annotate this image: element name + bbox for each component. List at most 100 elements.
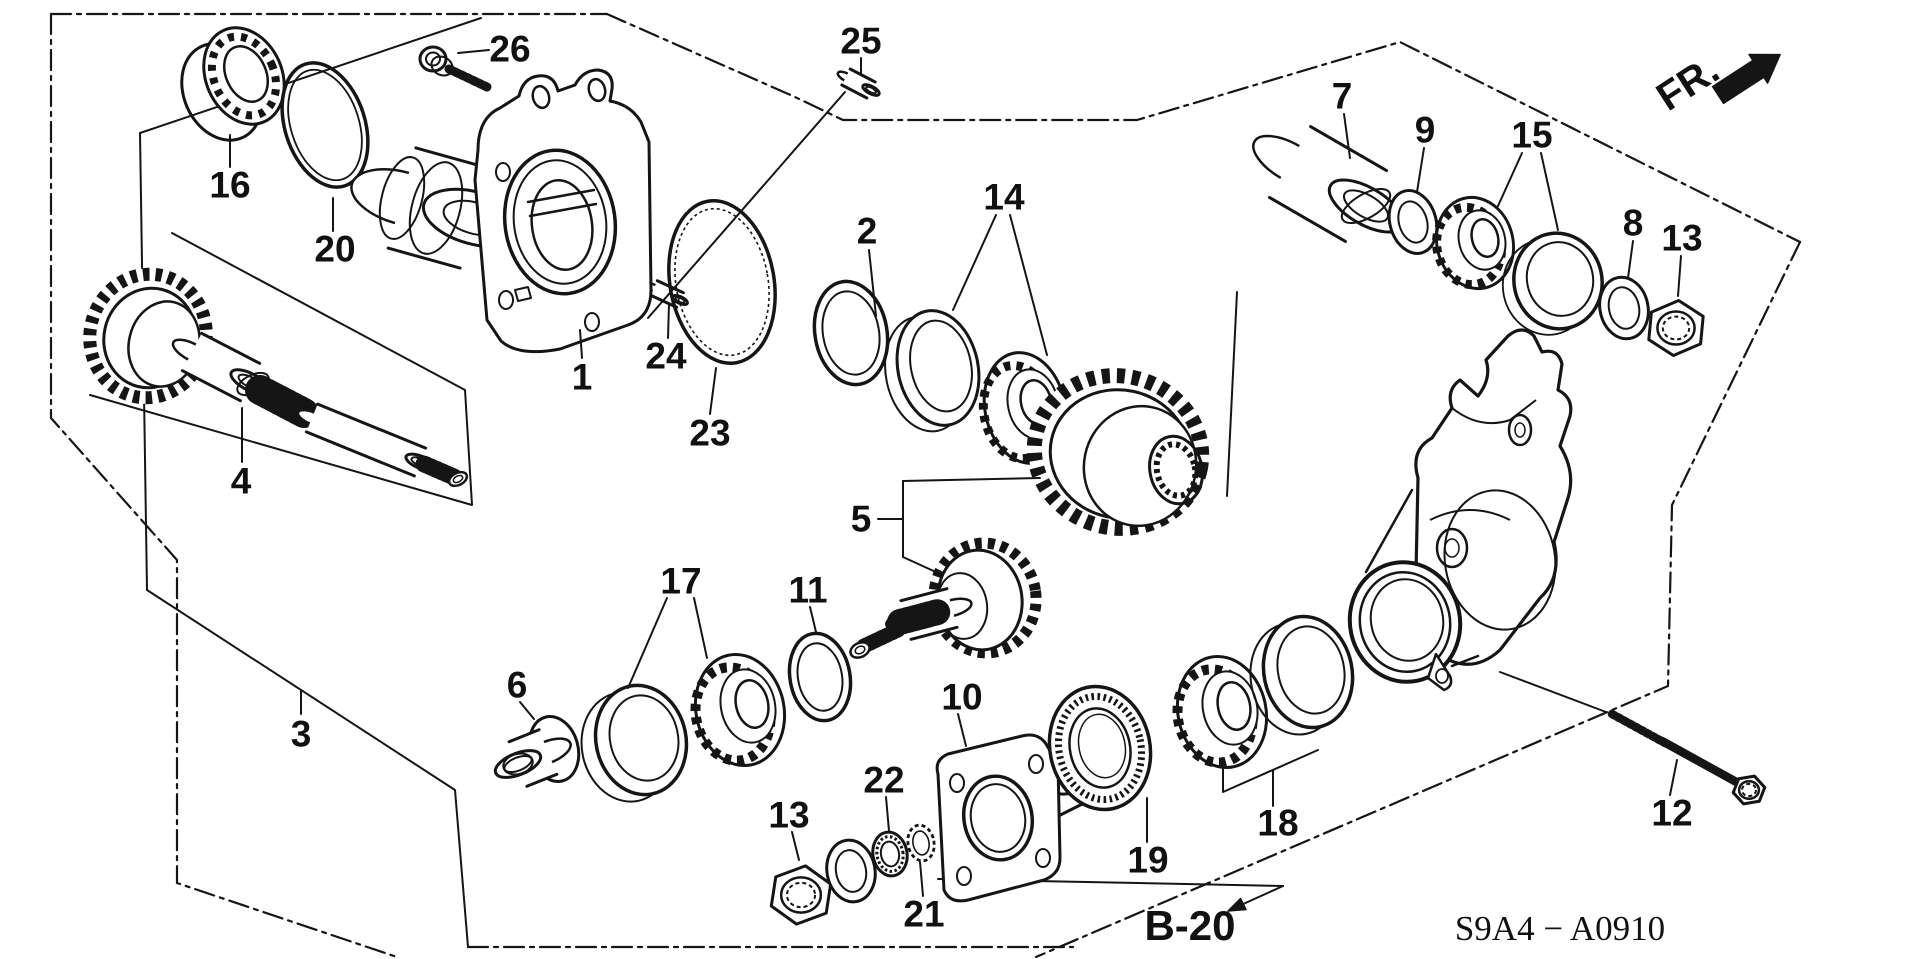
callout-leader-10 <box>957 713 967 747</box>
callout-26: 26 <box>489 29 530 70</box>
callout-labels: 1234567891011121313141516171819202122232… <box>209 21 1702 935</box>
part-transfer-housing <box>1412 328 1573 666</box>
b20-reference-label: B-20 <box>1144 902 1235 949</box>
part-detail <box>425 51 441 67</box>
callout-5: 5 <box>851 499 872 540</box>
callout-leader-15 <box>1497 152 1523 207</box>
part-detail <box>1435 668 1449 684</box>
part-20-o-ring <box>280 61 370 189</box>
callout-leader-22 <box>885 796 890 832</box>
callout-24: 24 <box>645 336 687 377</box>
group-line <box>1240 885 1284 906</box>
part-detail <box>1358 570 1452 674</box>
part-detail <box>452 474 464 484</box>
part-detail <box>674 207 770 357</box>
callout-leader-13 <box>1677 255 1682 297</box>
callout-6: 6 <box>507 665 528 706</box>
reference-arrows <box>1227 53 1781 912</box>
part-detail <box>1450 654 1480 668</box>
part-detail <box>200 331 262 365</box>
part-detail <box>1443 489 1557 631</box>
part-detail <box>961 774 1035 862</box>
part-detail <box>1514 422 1526 438</box>
diagram-code-label: S9A4 − A0910 <box>1455 909 1665 948</box>
parts-artwork <box>83 26 1767 926</box>
group-line <box>89 232 473 506</box>
callout-7: 7 <box>1332 76 1353 117</box>
part-7-collar <box>1267 195 1347 243</box>
part-detail <box>1507 413 1533 447</box>
part-detail <box>928 537 1042 659</box>
part-detail <box>912 830 930 856</box>
part-detail <box>444 64 492 92</box>
part-detail <box>1054 692 1146 804</box>
callout-leader-25 <box>647 91 846 319</box>
part-detail <box>526 188 596 204</box>
part-detail <box>1148 434 1204 506</box>
part-detail <box>796 642 844 712</box>
callout-leader-17 <box>693 597 708 659</box>
callout-18: 18 <box>1257 803 1298 844</box>
callout-9: 9 <box>1415 110 1436 151</box>
fr-arrow <box>1711 53 1781 105</box>
part-detail <box>1737 779 1761 801</box>
part-detail <box>1340 187 1392 225</box>
part-detail <box>223 45 269 103</box>
part-detail <box>949 773 965 793</box>
part-detail <box>909 319 973 413</box>
part-13-flange-nut-bottom <box>785 881 817 909</box>
callout-leader-13 <box>791 831 800 861</box>
part-detail <box>207 32 281 120</box>
part-detail <box>306 404 426 476</box>
callout-leader-24 <box>667 303 670 339</box>
callout-23: 23 <box>689 413 730 454</box>
part-25-pin <box>840 83 869 100</box>
part-detail <box>1429 509 1511 521</box>
callout-11: 11 <box>788 570 827 611</box>
part-25-pin <box>848 67 877 84</box>
part-detail <box>587 77 607 103</box>
part-detail <box>879 840 901 868</box>
part-detail <box>1068 707 1132 789</box>
part-detail <box>1512 231 1604 331</box>
part-detail <box>1026 368 1210 536</box>
callout-leader-12 <box>1669 759 1678 796</box>
part-13-flange-nut-top <box>1656 310 1696 346</box>
callout-leader-9 <box>1416 147 1425 193</box>
part-2-seal-ring <box>812 279 890 387</box>
callout-leader-17 <box>627 597 668 689</box>
part-detail <box>502 752 534 776</box>
callout-16: 16 <box>209 165 250 206</box>
part-detail <box>1435 527 1469 569</box>
b20-arrowhead <box>1227 897 1247 912</box>
part-detail <box>895 309 981 427</box>
part-detail <box>1657 736 1745 789</box>
callout-leader-18 <box>1222 749 1319 793</box>
part-detail <box>525 772 559 788</box>
callout-17: 17 <box>660 561 701 602</box>
callout-leader-21 <box>919 861 924 897</box>
part-detail <box>1364 488 1414 574</box>
part-7-collar <box>1342 189 1390 223</box>
part-13-flange-nut-top <box>1647 299 1705 357</box>
part-detail <box>956 866 972 886</box>
part-detail <box>1028 754 1044 774</box>
part-detail <box>608 694 680 782</box>
callout-leader-7 <box>1343 113 1351 159</box>
part-detail <box>1740 782 1758 798</box>
part-13-flange-nut-bottom <box>779 876 823 914</box>
callout-15: 15 <box>1511 115 1552 156</box>
part-detail <box>514 286 532 302</box>
callout-leader-23 <box>709 367 717 415</box>
part-detail <box>304 430 416 478</box>
part-detail <box>887 599 951 635</box>
part-detail <box>415 455 463 486</box>
part-detail <box>1216 681 1252 731</box>
callout-22: 22 <box>863 760 904 801</box>
part-detail <box>1077 713 1127 779</box>
part-detail <box>899 587 949 603</box>
part-12-bolt <box>1607 709 1670 748</box>
part-detail <box>245 375 319 428</box>
part-detail <box>1153 441 1199 499</box>
